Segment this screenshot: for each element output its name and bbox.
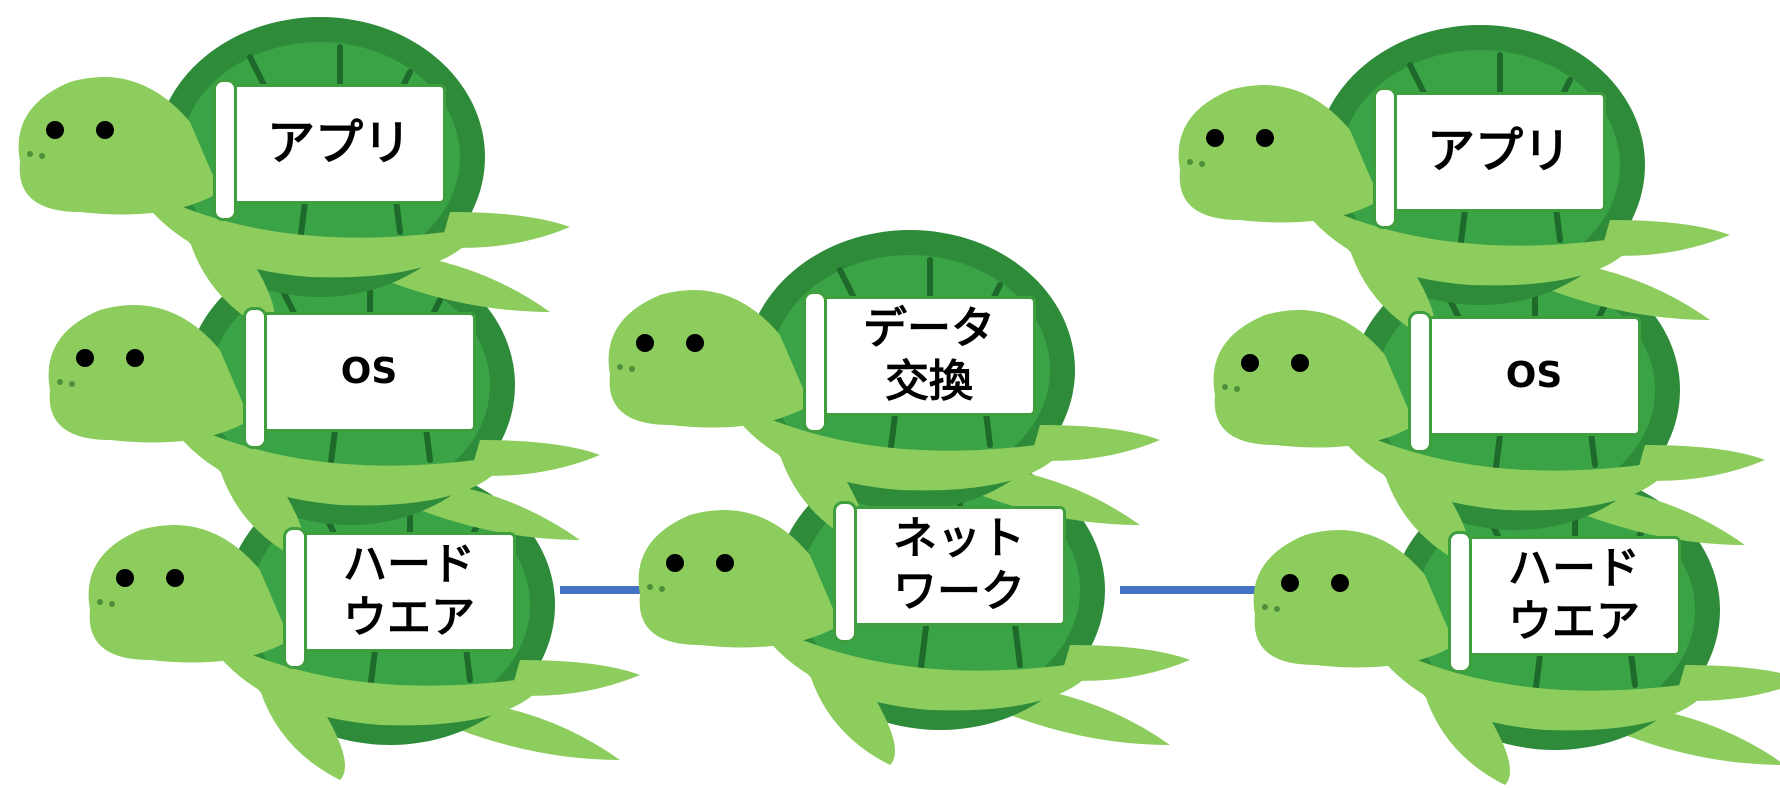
scroll-roll [243, 307, 267, 449]
eye-icon [76, 349, 94, 367]
sign-card [283, 527, 516, 669]
front-flipper [190, 227, 275, 332]
nostril [659, 586, 665, 592]
sign-card [1448, 531, 1681, 673]
eye-icon [116, 569, 134, 587]
eye-icon [96, 121, 114, 139]
rear-flipper [1585, 485, 1745, 545]
nostril [629, 366, 635, 372]
rear-flipper [390, 252, 550, 312]
head [1213, 310, 1415, 448]
eye-icon [1241, 354, 1259, 372]
label-middle-network: ネット ワーク [893, 513, 1025, 617]
rear-flipper [1550, 260, 1710, 320]
nostril [647, 584, 653, 590]
head [88, 525, 290, 663]
tail [1030, 425, 1160, 461]
eye-icon [636, 334, 654, 352]
head [1178, 85, 1380, 223]
scroll-roll [1373, 87, 1397, 229]
tail [1600, 220, 1730, 256]
head [608, 290, 810, 428]
nostril [1222, 384, 1228, 390]
label-left-hardware: ハード ウエア [343, 539, 475, 643]
label-left-os: OS [340, 351, 398, 393]
head [18, 77, 220, 215]
tail [1635, 445, 1765, 481]
eye-icon [666, 554, 684, 572]
sign-card [833, 501, 1066, 643]
label-right-os: OS [1505, 355, 1563, 397]
nostril [1187, 159, 1193, 165]
scroll-roll [283, 527, 307, 669]
sign-card [803, 291, 1036, 433]
label-middle-data-exchange: データ 交換 [863, 303, 995, 407]
label-right-hardware: ハード ウエア [1508, 543, 1640, 647]
head [48, 305, 250, 443]
nostril [109, 601, 115, 607]
nostril [1199, 161, 1205, 167]
front-flipper [260, 675, 345, 780]
rear-flipper [460, 700, 620, 760]
sign-card [243, 307, 476, 449]
tail [470, 440, 600, 476]
front-flipper [1425, 680, 1510, 785]
sign-card [213, 79, 446, 221]
scroll-roll [833, 501, 857, 643]
sign-card [1408, 311, 1641, 453]
nostril [57, 379, 63, 385]
eye-icon [686, 334, 704, 352]
scroll-roll [803, 291, 827, 433]
link-left-to-middle [560, 586, 680, 594]
tail [510, 660, 640, 696]
nostril [39, 153, 45, 159]
nostril [1262, 604, 1268, 610]
eye-icon [126, 349, 144, 367]
eye-icon [716, 554, 734, 572]
eye-icon [46, 121, 64, 139]
scroll-roll [1408, 311, 1432, 453]
link-middle-to-right [1120, 586, 1260, 594]
rear-flipper [1625, 705, 1780, 765]
nostril [1274, 606, 1280, 612]
eye-icon [1291, 354, 1309, 372]
label-left-app: アプリ [266, 115, 411, 172]
tail [1060, 645, 1190, 681]
label-right-app: アプリ [1426, 123, 1571, 180]
nostril [1234, 386, 1240, 392]
rear-flipper [1010, 685, 1170, 745]
front-flipper [810, 660, 895, 765]
nostril [617, 364, 623, 370]
rear-flipper [420, 480, 580, 540]
tail [440, 212, 570, 248]
tail [1675, 665, 1780, 701]
nostril [69, 381, 75, 387]
eye-icon [1206, 129, 1224, 147]
eye-icon [1281, 574, 1299, 592]
eye-icon [1256, 129, 1274, 147]
eye-icon [166, 569, 184, 587]
head [1253, 530, 1455, 668]
scroll-roll [1448, 531, 1472, 673]
nostril [27, 151, 33, 157]
head [638, 510, 840, 648]
nostril [97, 599, 103, 605]
rear-flipper [980, 465, 1140, 525]
eye-icon [1331, 574, 1349, 592]
scroll-roll [213, 79, 237, 221]
sign-card [1373, 87, 1606, 229]
